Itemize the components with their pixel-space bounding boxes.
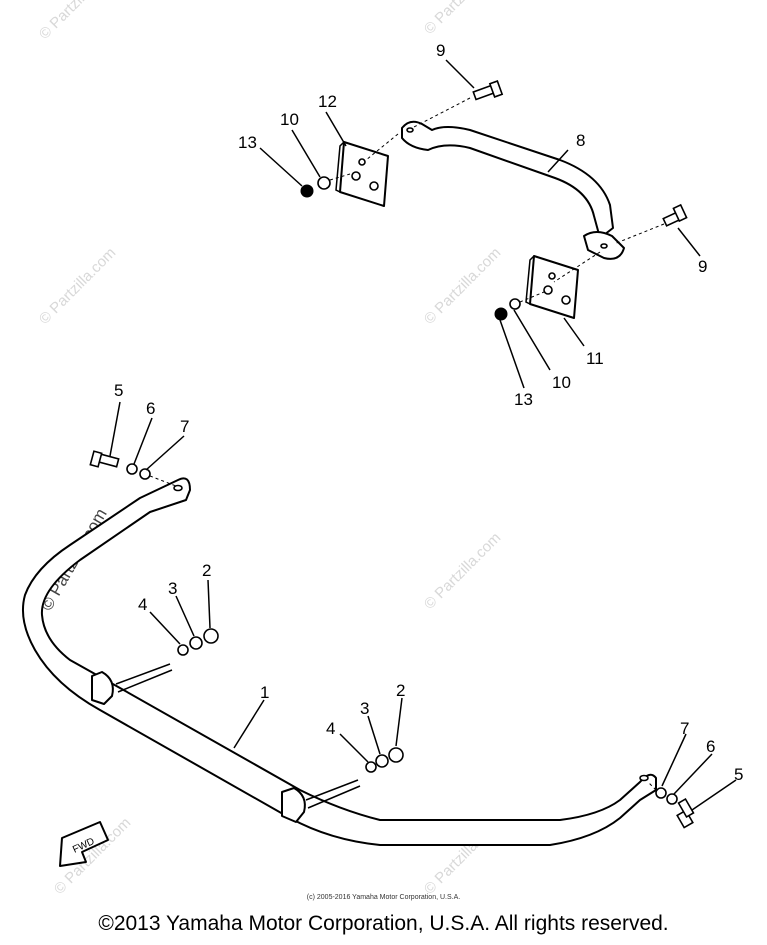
callout-1: 1 <box>260 683 269 702</box>
small-copyright: (c) 2005-2016 Yamaha Motor Corporation, … <box>306 894 461 901</box>
callout-7-left: 7 <box>180 417 189 436</box>
callout-9-top: 9 <box>436 41 445 60</box>
callout-4-right: 4 <box>326 719 335 738</box>
callout-9-right: 9 <box>698 257 707 276</box>
callout-11: 11 <box>586 349 604 368</box>
callout-6-left: 6 <box>146 399 155 418</box>
callout-4-left: 4 <box>138 595 147 614</box>
callout-13-top: 13 <box>238 133 257 152</box>
callout-2-left: 2 <box>202 561 211 580</box>
stabilizer-bar-upper <box>401 120 625 260</box>
upper-hardware <box>300 80 688 321</box>
bracket-11 <box>525 255 579 319</box>
watermark-3: © Partzilla.com <box>36 244 119 327</box>
stabilizer-bar-lower <box>22 477 657 846</box>
bracket-12 <box>335 141 389 207</box>
watermark-5: © Partzilla.com <box>421 529 504 612</box>
watermark-2: © Partzilla.com <box>421 0 504 38</box>
watermark-4: © Partzilla.com <box>421 244 504 327</box>
callout-12: 12 <box>318 92 337 111</box>
callout-7-right: 7 <box>680 719 689 738</box>
lower-hardware <box>89 450 695 829</box>
callout-5-left: 5 <box>114 381 123 400</box>
callout-13-right: 13 <box>514 390 533 409</box>
callout-8: 8 <box>576 131 585 150</box>
main-copyright: ©2013 Yamaha Motor Corporation, U.S.A. A… <box>98 912 669 935</box>
watermark-1: © Partzilla.com <box>36 0 119 43</box>
callout-3-left: 3 <box>168 579 177 598</box>
callout-3-right: 3 <box>360 699 369 718</box>
callout-2-right: 2 <box>396 681 405 700</box>
callouts: 9 8 12 10 13 9 11 10 13 5 6 7 2 3 4 1 2 … <box>114 41 743 784</box>
callout-10-right: 10 <box>552 373 571 392</box>
callout-6-right: 6 <box>706 737 715 756</box>
callout-5-right: 5 <box>734 765 743 784</box>
callout-10-top: 10 <box>280 110 299 129</box>
leader-lines <box>109 59 737 811</box>
